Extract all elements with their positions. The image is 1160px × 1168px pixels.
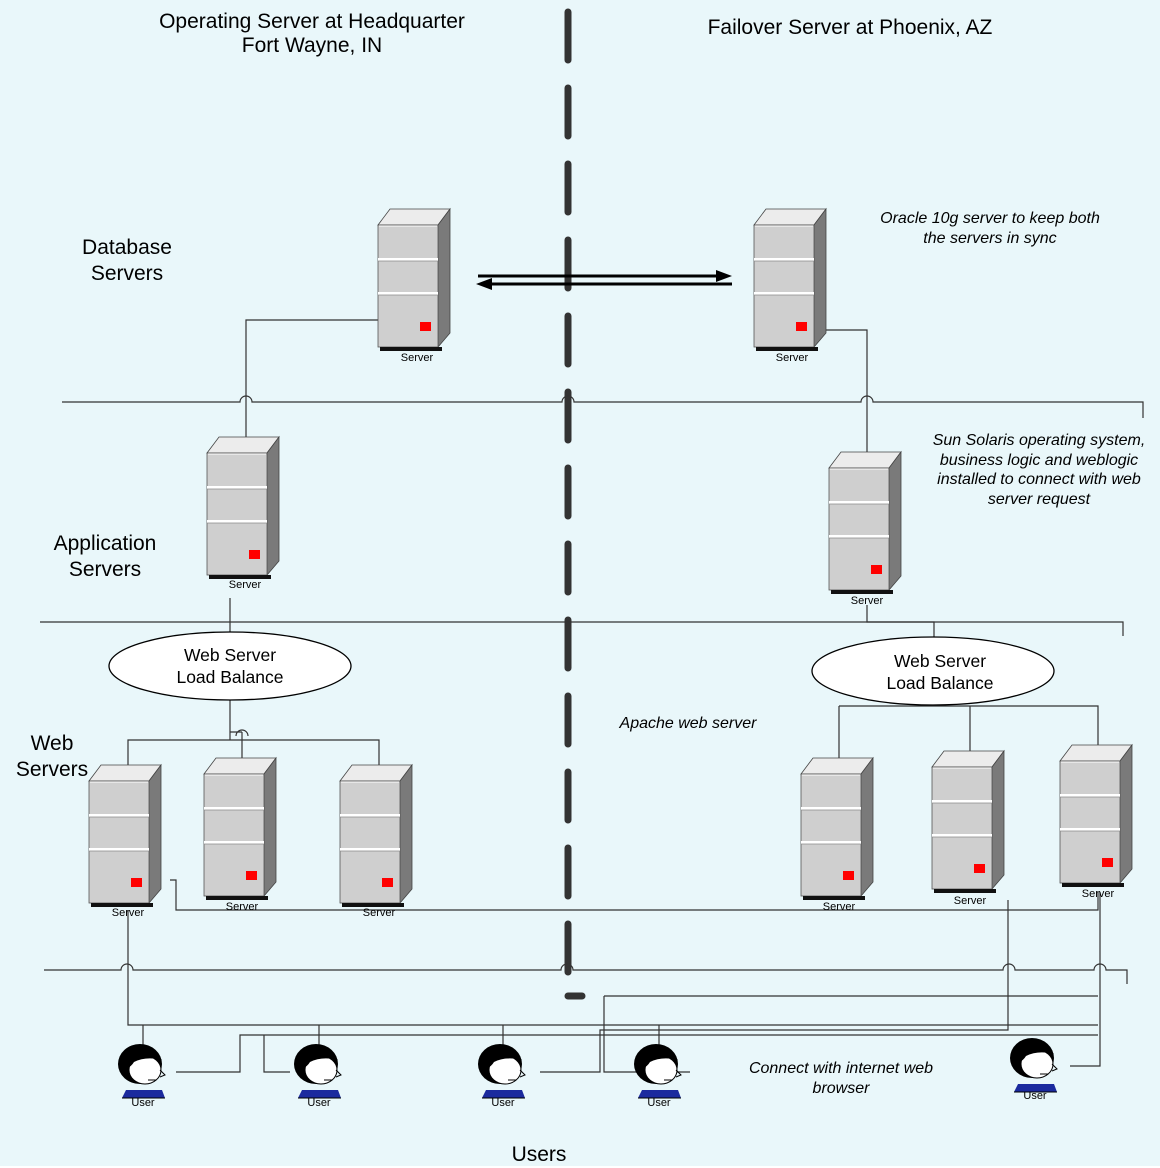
web-server-left-1 — [88, 764, 162, 908]
caption-web-server-right-3: Server — [1081, 888, 1115, 900]
db-server-right — [753, 208, 827, 352]
caption-user-1: User — [131, 1097, 155, 1109]
web-left-out — [170, 879, 1099, 911]
user-2 — [293, 1043, 342, 1099]
web-server-right-2 — [931, 750, 1005, 894]
web-network-line — [44, 963, 1128, 984]
web-server-left-3 — [339, 764, 413, 908]
tier-web-line-2: Servers — [15, 758, 89, 781]
web-server-right-3 — [1059, 744, 1133, 888]
note-solaris-line-4: server request — [987, 490, 1091, 508]
user-line-a — [176, 1034, 1098, 1073]
app-server-right — [828, 451, 902, 595]
caption-web-server-right-2: Server — [953, 895, 987, 907]
lb-right-line-2: Load Balance — [886, 673, 994, 693]
lb-left-tree — [127, 700, 380, 775]
tier-database-line-1: Database — [82, 236, 172, 259]
note-oracle-line-1: Oracle 10g server to keep both — [880, 210, 1100, 227]
caption-db-server-right: Server — [775, 352, 809, 364]
sync-arrows — [476, 270, 732, 290]
db-network-line — [62, 395, 1144, 418]
app-right-down — [866, 605, 935, 637]
caption-app-server-right: Server — [850, 595, 884, 607]
lb-right-line-1: Web Server — [893, 651, 987, 671]
caption-web-server-left-1: Server — [111, 907, 145, 919]
app-server-left — [206, 436, 280, 580]
web-server-right-1 — [800, 757, 874, 901]
web-left-vertical — [127, 910, 1098, 1026]
db-server-left — [377, 208, 451, 352]
note-oracle-line-2: the servers in sync — [923, 229, 1057, 247]
header-left-line-1: Operating Server at Headquarter — [159, 10, 465, 33]
tier-label-application: Application Servers — [35, 531, 175, 583]
tier-database-line-2: Servers — [90, 262, 164, 285]
caption-web-server-left-3: Server — [362, 907, 396, 919]
note-solaris: Sun Solaris operating system, business l… — [914, 431, 1160, 509]
user-5 — [1009, 1037, 1058, 1093]
tier-application-line-1: Application — [53, 532, 157, 555]
note-solaris-line-2: business logic and weblogic — [939, 451, 1139, 469]
user-line-e — [1070, 892, 1101, 1067]
load-balancer-left-label: Web Server Load Balance — [150, 644, 310, 688]
note-browser-line-1: Connect with internet web — [748, 1060, 934, 1077]
user-line-c — [540, 900, 1009, 1073]
load-balancer-right — [811, 636, 1055, 706]
caption-user-5: User — [1023, 1090, 1047, 1102]
web-server-left-2 — [203, 757, 277, 901]
note-browser-line-2: browser — [812, 1079, 870, 1097]
note-solaris-line-1: Sun Solaris operating system, — [932, 432, 1146, 449]
db-left-link — [245, 319, 412, 402]
tier-application-line-2: Servers — [68, 558, 142, 581]
caption-app-server-left: Server — [228, 579, 262, 591]
tier-label-database: Database Servers — [62, 235, 192, 287]
note-solaris-line-3: installed to connect with web — [937, 471, 1141, 488]
user-3 — [477, 1043, 526, 1099]
tier-web-line-1: Web — [30, 732, 74, 755]
caption-db-server-left: Server — [400, 352, 434, 364]
lb-left-line-2: Load Balance — [176, 667, 284, 687]
user-1 — [117, 1043, 166, 1099]
db-right-link — [810, 329, 868, 455]
app-network-line — [40, 621, 1124, 636]
caption-user-2: User — [307, 1097, 331, 1109]
load-balancer-right-label: Web Server Load Balance — [860, 650, 1020, 694]
load-balancer-left — [108, 631, 352, 701]
header-right: Failover Server at Phoenix, AZ — [707, 16, 993, 39]
tier-label-users: Users — [511, 1143, 567, 1166]
lb-left-line-1: Web Server — [183, 645, 277, 665]
caption-user-3: User — [491, 1097, 515, 1109]
caption-web-server-right-1: Server — [822, 901, 856, 913]
note-browser: Connect with internet web browser — [716, 1059, 966, 1098]
caption-web-server-left-2: Server — [225, 901, 259, 913]
header-left: Operating Server at Headquarter Fort Way… — [112, 10, 512, 58]
note-apache: Apache web server — [619, 715, 757, 732]
user-4 — [633, 1043, 682, 1099]
user-line-b — [263, 1035, 290, 1073]
caption-user-4: User — [647, 1097, 671, 1109]
header-left-line-2: Fort Wayne, IN — [241, 34, 383, 57]
note-oracle: Oracle 10g server to keep both the serve… — [840, 209, 1140, 248]
tier-label-web: Web Servers — [4, 731, 100, 783]
